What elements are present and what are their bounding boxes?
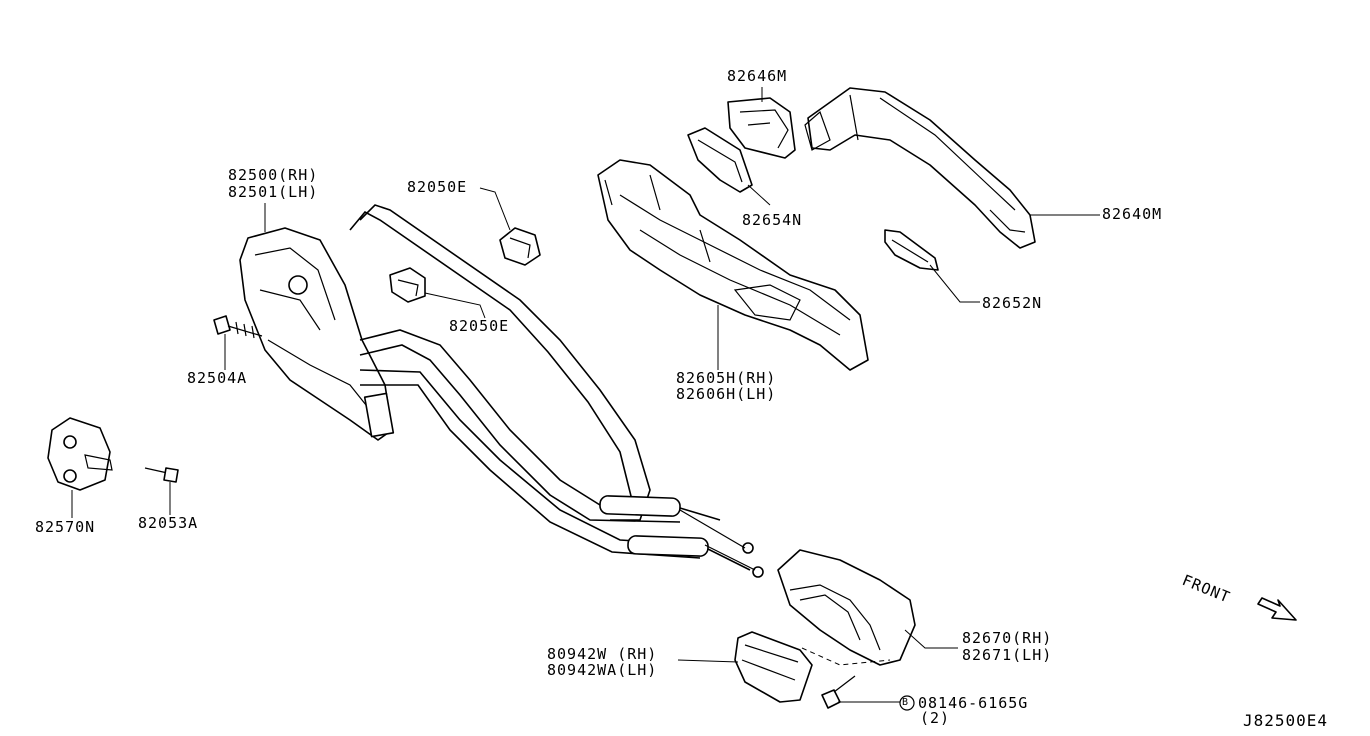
cables xyxy=(349,204,764,578)
outside-handle-82640m xyxy=(804,87,1036,249)
label-82500-rh: 82500(RH) xyxy=(228,166,319,184)
door-lock-actuator-82500 xyxy=(239,227,395,441)
label-80942w-rh: 80942W (RH) xyxy=(547,645,658,663)
label-82053a: 82053A xyxy=(138,514,199,532)
label-82671-lh: 82671(LH) xyxy=(962,646,1053,664)
bolt-symbol: B xyxy=(902,697,909,708)
inside-handle-82670 xyxy=(777,549,916,666)
diagram-code: J82500E4 xyxy=(1243,711,1329,730)
frame-82605h xyxy=(597,159,869,371)
label-82050e-mid: 82050E xyxy=(449,317,510,335)
cover-80942w xyxy=(734,631,813,703)
label-82646m: 82646M xyxy=(727,67,788,85)
gasket-82654n xyxy=(687,127,753,193)
label-82504a: 82504A xyxy=(187,369,248,387)
label-82652n: 82652N xyxy=(982,294,1043,312)
label-80942wa-lh: 80942WA(LH) xyxy=(547,661,658,679)
label-82606h-lh: 82606H(LH) xyxy=(676,385,777,403)
screw-82053a xyxy=(144,467,179,483)
label-82570n: 82570N xyxy=(35,518,96,536)
label-bolt-qty: (2) xyxy=(920,709,951,727)
escutcheon-82646m xyxy=(727,97,796,159)
clip-82050e-mid xyxy=(389,267,426,303)
leader-lines xyxy=(71,87,1100,703)
label-82605h-rh: 82605H(RH) xyxy=(676,369,777,387)
label-82640m: 82640M xyxy=(1102,205,1163,223)
label-82654n: 82654N xyxy=(742,211,803,229)
bolt-82504a xyxy=(213,315,263,339)
label-82501-lh: 82501(LH) xyxy=(228,183,319,201)
clip-82050e-top xyxy=(499,227,541,266)
striker-82570n xyxy=(47,417,113,491)
front-arrow-icon xyxy=(1257,597,1297,621)
gasket-82652n xyxy=(884,229,939,271)
bolt-symbol-circle xyxy=(899,695,915,711)
bolt-08146 xyxy=(821,675,856,709)
label-82050e-top: 82050E xyxy=(407,178,468,196)
label-82670-rh: 82670(RH) xyxy=(962,629,1053,647)
label-08146-6165g: 08146-6165G xyxy=(918,694,1029,712)
